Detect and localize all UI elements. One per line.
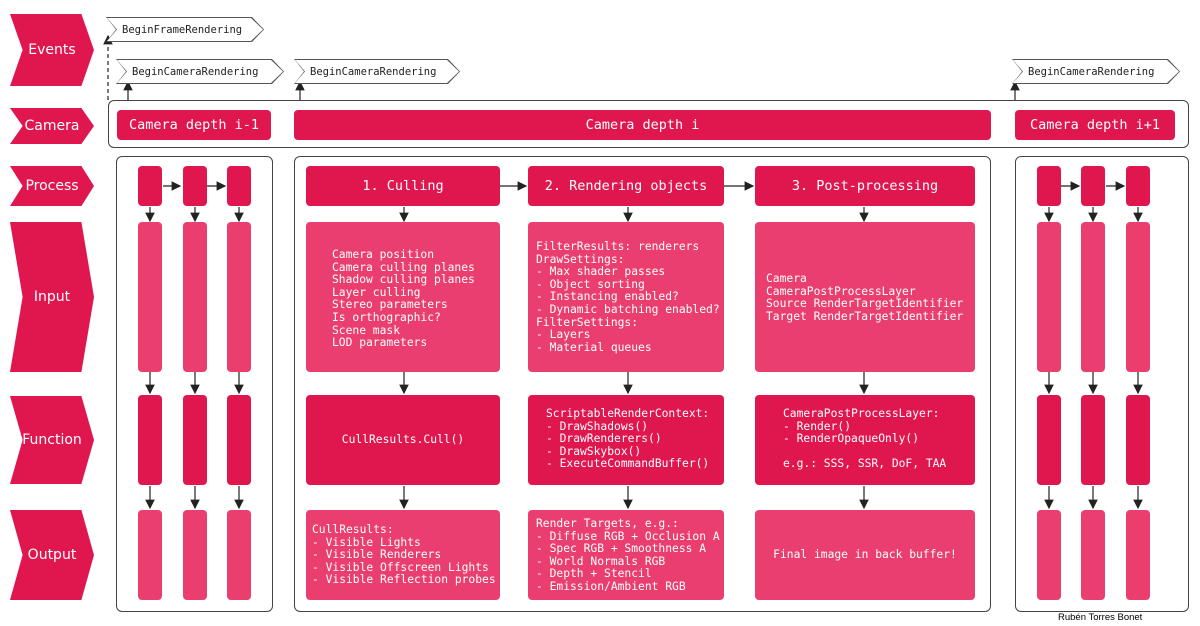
next-output-3 (1126, 510, 1150, 600)
lane-output: Output (10, 510, 94, 600)
next-input-2 (1081, 222, 1105, 372)
prev-output-2 (183, 510, 207, 600)
stage-rendering-input: FilterResults: renderers DrawSettings: -… (528, 222, 724, 372)
stage-rendering-header: 2. Rendering objects (528, 166, 724, 206)
event-begin-camera-cur-label: BeginCameraRendering (295, 60, 459, 83)
event-begin-frame: BeginFrameRendering (106, 17, 264, 42)
next-process-2 (1081, 166, 1105, 206)
prev-input-2 (183, 222, 207, 372)
camera-cur: Camera depth i (294, 110, 991, 140)
prev-process-3 (227, 166, 251, 206)
lane-input: Input (10, 222, 94, 372)
stage-postprocess-output-text: Final image in back buffer! (773, 547, 957, 561)
event-begin-camera-prev-label: BeginCameraRendering (117, 60, 283, 83)
next-input-1 (1037, 222, 1061, 372)
event-begin-camera-cur: BeginCameraRendering (294, 59, 460, 84)
stage-postprocess-input-text: Camera CameraPostProcessLayer Source Ren… (766, 272, 964, 323)
event-begin-camera-next-label: BeginCameraRendering (1013, 60, 1179, 83)
prev-process-1 (138, 166, 162, 206)
event-begin-frame-label: BeginFrameRendering (107, 18, 263, 41)
prev-output-3 (227, 510, 251, 600)
lane-process: Process (10, 166, 94, 206)
next-output-2 (1081, 510, 1105, 600)
author-credit: Rubén Torres Bonet (1058, 612, 1143, 623)
stage-postprocess-header: 3. Post-processing (755, 166, 975, 206)
stage-culling-output: CullResults: - Visible Lights - Visible … (306, 510, 500, 600)
event-begin-camera-next: BeginCameraRendering (1012, 59, 1180, 84)
stage-postprocess-output: Final image in back buffer! (755, 510, 975, 600)
stage-rendering-output: Render Targets, e.g.: - Diffuse RGB + Oc… (528, 510, 724, 600)
camera-next: Camera depth i+1 (1015, 110, 1175, 140)
stage-rendering-output-text: Render Targets, e.g.: - Diffuse RGB + Oc… (536, 517, 720, 593)
camera-prev: Camera depth i-1 (117, 110, 271, 140)
next-function-3 (1126, 395, 1150, 485)
lane-function: Function (10, 396, 94, 484)
next-function-1 (1037, 395, 1061, 485)
next-function-2 (1081, 395, 1105, 485)
stage-rendering-function-text: ScriptableRenderContext: - DrawShadows()… (546, 407, 710, 471)
stage-postprocess-function-text: CameraPostProcessLayer: - Render() - Ren… (783, 407, 947, 471)
stage-postprocess-function: CameraPostProcessLayer: - Render() - Ren… (755, 395, 975, 485)
prev-function-2 (183, 395, 207, 485)
stage-culling-output-text: CullResults: - Visible Lights - Visible … (312, 523, 496, 587)
stage-culling-input: Camera position Camera culling planes Sh… (306, 222, 500, 372)
stage-rendering-input-text: FilterResults: renderers DrawSettings: -… (536, 240, 720, 354)
stage-postprocess-input: Camera CameraPostProcessLayer Source Ren… (755, 222, 975, 372)
stage-culling-function: CullResults.Cull() (306, 395, 500, 485)
prev-input-1 (138, 222, 162, 372)
next-input-3 (1126, 222, 1150, 372)
prev-output-1 (138, 510, 162, 600)
lane-camera: Camera (10, 108, 94, 144)
prev-function-3 (227, 395, 251, 485)
prev-function-1 (138, 395, 162, 485)
next-output-1 (1037, 510, 1061, 600)
stage-rendering-function: ScriptableRenderContext: - DrawShadows()… (528, 395, 724, 485)
next-process-3 (1126, 166, 1150, 206)
event-begin-camera-prev: BeginCameraRendering (116, 59, 284, 84)
lane-events: Events (10, 14, 94, 86)
stage-culling-header: 1. Culling (306, 166, 500, 206)
prev-process-2 (183, 166, 207, 206)
stage-culling-input-text: Camera position Camera culling planes Sh… (332, 248, 475, 350)
stage-culling-function-text: CullResults.Cull() (341, 432, 465, 446)
prev-input-3 (227, 222, 251, 372)
next-process-1 (1037, 166, 1061, 206)
